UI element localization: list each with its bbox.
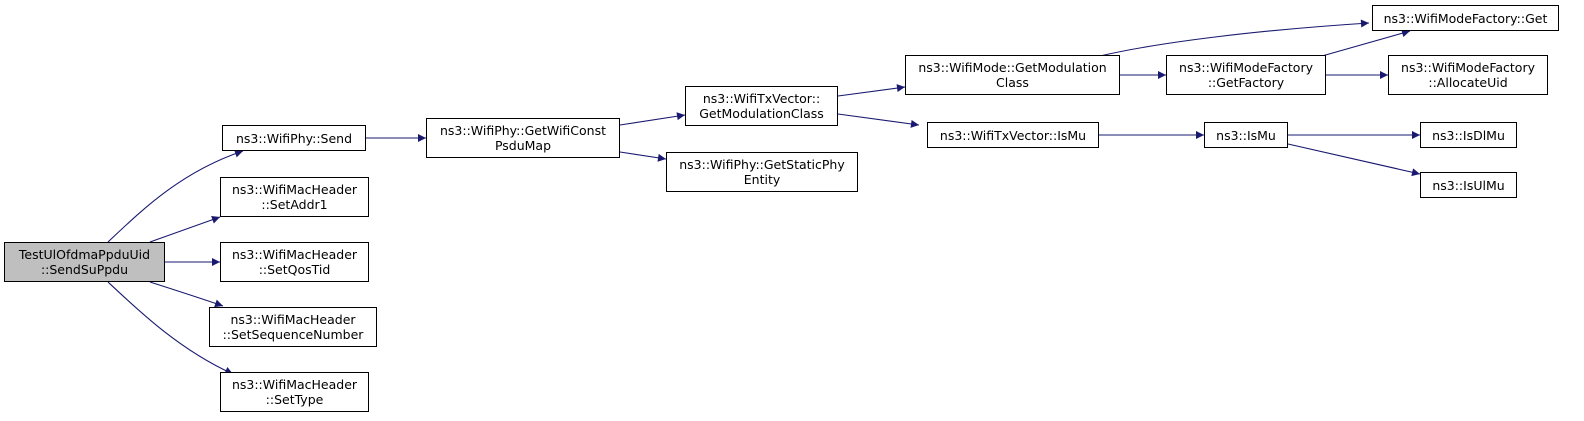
edge-wifimodegetmodulationclass-modefactoryget	[1099, 19, 1370, 57]
node-sendsuppdu: TestUlOfdmaPpduUid ::SendSuPpdu	[4, 242, 165, 282]
node-label-line1: ns3::WifiMacHeader	[231, 182, 358, 197]
node-isdlmu[interactable]: ns3::IsDlMu	[1420, 122, 1517, 148]
node-ns3-ismu[interactable]: ns3::IsMu	[1204, 122, 1288, 148]
node-label-line1: ns3::WifiMode::GetModulation	[918, 60, 1107, 75]
node-label-line2: ::SendSuPpdu	[40, 262, 129, 277]
node-label-line1: ns3::WifiMacHeader	[231, 247, 358, 262]
node-getstaticphyentity[interactable]: ns3::WifiPhy::GetStaticPhy Entity	[666, 152, 858, 192]
node-label-line2: Entity	[743, 172, 781, 187]
node-setqostid[interactable]: ns3::WifiMacHeader ::SetQosTid	[220, 242, 369, 282]
node-label-line1: ns3::WifiMacHeader	[231, 377, 358, 392]
node-settype[interactable]: ns3::WifiMacHeader ::SetType	[220, 372, 369, 412]
node-label-line2: GetModulationClass	[699, 106, 824, 121]
node-label-line1: ns3::WifiModeFactory	[1401, 60, 1535, 75]
edge-sendsuppdu-setaddr1	[149, 215, 221, 243]
node-wifiphy-send[interactable]: ns3::WifiPhy::Send	[222, 125, 366, 151]
node-label-line2: Class	[996, 75, 1029, 90]
node-setaddr1[interactable]: ns3::WifiMacHeader ::SetAddr1	[220, 177, 369, 217]
node-label-line2: ::SetAddr1	[261, 197, 328, 212]
node-label: ns3::IsMu	[1216, 127, 1276, 143]
edge-txvectorgetmodulationclass-txvectorismu	[837, 113, 920, 128]
node-modefactory-allocateuid[interactable]: ns3::WifiModeFactory ::AllocateUid	[1388, 55, 1548, 95]
node-label: ns3::WifiModeFactory::Get	[1383, 10, 1548, 26]
node-label-line2: ::GetFactory	[1207, 75, 1285, 90]
node-label-line2: ::SetQosTid	[258, 262, 331, 277]
node-label: ns3::IsUlMu	[1432, 177, 1505, 193]
node-label-line1: ns3::WifiTxVector::	[702, 91, 821, 106]
node-isulmu[interactable]: ns3::IsUlMu	[1420, 172, 1517, 198]
edge-sendsuppdu-settype	[107, 281, 234, 375]
edge-modefactorygetfactory-modefactoryget	[1321, 29, 1411, 57]
edge-sendsuppdu-wifiphysend	[107, 149, 244, 243]
node-modefactory-get[interactable]: ns3::WifiModeFactory::Get	[1372, 5, 1559, 31]
node-txvector-getmodulationclass[interactable]: ns3::WifiTxVector:: GetModulationClass	[685, 86, 838, 126]
node-label: ns3::WifiPhy::Send	[235, 130, 353, 146]
node-wifimode-getmodulationclass[interactable]: ns3::WifiMode::GetModulation Class	[905, 55, 1120, 95]
edge-txvectorgetmodulationclass-wifimodegetmodulationclass	[837, 84, 906, 97]
node-label-line1: ns3::WifiModeFactory	[1179, 60, 1313, 75]
node-label-line1: TestUlOfdmaPpduUid	[18, 247, 151, 262]
node-setsequencenumber[interactable]: ns3::WifiMacHeader ::SetSequenceNumber	[209, 307, 377, 347]
node-label-line2: ::AllocateUid	[1428, 75, 1508, 90]
node-modefactory-getfactory[interactable]: ns3::WifiModeFactory ::GetFactory	[1166, 55, 1326, 95]
edge-sendsuppdu-setsequencenumber	[149, 281, 224, 308]
node-label-line2: PsduMap	[494, 138, 552, 153]
node-txvector-ismu[interactable]: ns3::WifiTxVector::IsMu	[927, 122, 1099, 148]
node-getwificonstpsdumap[interactable]: ns3::WifiPhy::GetWifiConst PsduMap	[426, 118, 620, 158]
node-label: ns3::IsDlMu	[1432, 127, 1505, 143]
edge-getwificonstpsdumap-getstaticphyentity	[619, 151, 667, 162]
edge-ns3ismu-isulmu	[1287, 143, 1421, 177]
node-label-line1: ns3::WifiMacHeader	[230, 312, 356, 327]
edge-getwificonstpsdumap-txvectorgetmodulationclass	[619, 112, 686, 126]
node-label-line2: ::SetSequenceNumber	[222, 327, 364, 342]
node-label-line1: ns3::WifiPhy::GetStaticPhy	[679, 157, 845, 172]
node-label: ns3::WifiTxVector::IsMu	[939, 127, 1087, 143]
node-label-line1: ns3::WifiPhy::GetWifiConst	[439, 123, 607, 138]
node-label-line2: ::SetType	[265, 392, 324, 407]
